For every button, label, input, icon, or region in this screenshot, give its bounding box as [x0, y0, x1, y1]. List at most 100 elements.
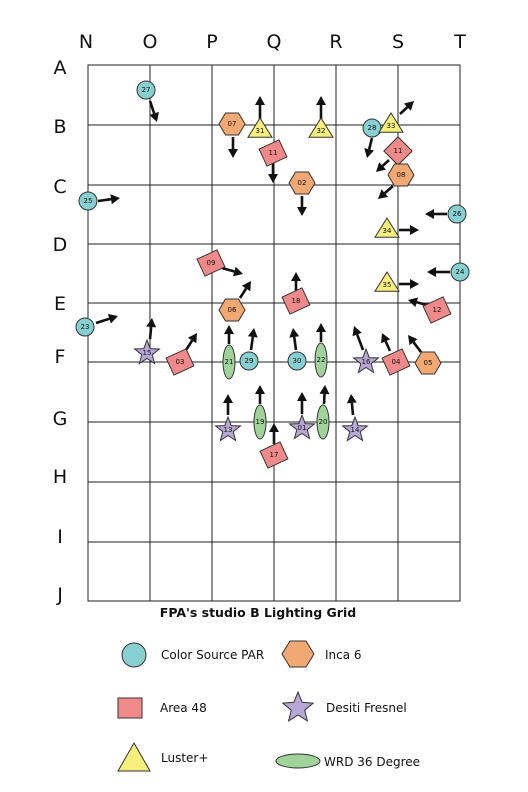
inca-6-icon	[281, 640, 315, 668]
fixture-06: 06	[218, 281, 251, 322]
arrow-head	[233, 266, 243, 277]
fixture-number: 24	[456, 268, 465, 276]
arrow-head	[381, 333, 391, 344]
color-source-par-icon	[121, 642, 147, 668]
wrd-36-degree-shape	[222, 344, 236, 380]
fixture-30: 30	[287, 328, 307, 371]
legend-item-desiti: Desiti Fresnel	[281, 690, 407, 722]
arrow-head	[408, 297, 418, 308]
fixture-number: 11	[269, 149, 278, 157]
arrow-head	[316, 323, 326, 332]
fixture-03: 03	[165, 333, 197, 376]
arrow-head	[352, 326, 362, 337]
fixture-07: 07	[218, 112, 246, 158]
arrow-head	[425, 209, 434, 219]
arrow-head	[255, 385, 265, 394]
fixture-number: 26	[453, 210, 462, 218]
fixture-number: 20	[319, 418, 328, 426]
wrd-36-degree-shape	[316, 404, 330, 440]
fixture-number: 09	[207, 259, 216, 267]
grid-title: FPA's studio B Lighting Grid	[160, 605, 356, 620]
arrow-head	[427, 267, 436, 277]
fixture-33: 33	[378, 101, 414, 133]
fixture-number: 30	[293, 357, 302, 365]
fixture-05: 05	[408, 335, 442, 375]
legend-label: Color Source PAR	[161, 648, 264, 662]
column-label-t: T	[453, 31, 466, 53]
arrow-head	[241, 281, 251, 292]
area-48-shape	[165, 348, 195, 376]
column-label-p: P	[206, 31, 217, 53]
area-48-shape	[196, 249, 226, 277]
fixture-number: 28	[368, 124, 377, 132]
arrow-shaft	[148, 326, 153, 340]
column-label-n: N	[79, 31, 93, 53]
row-label-g: G	[53, 408, 68, 430]
fixture-number: 13	[224, 426, 233, 434]
arrow-shaft	[412, 341, 423, 353]
arrow-shaft	[292, 336, 298, 351]
fixture-number: 19	[256, 418, 265, 426]
legend-item-wrd: WRD 36 Degree	[275, 753, 420, 769]
arrow-shaft	[238, 287, 248, 299]
arrow-head	[247, 328, 258, 338]
column-label-s: S	[392, 31, 404, 53]
area-48-shape	[383, 136, 413, 166]
fixture-15: 15	[133, 318, 161, 365]
fixture-number: 23	[81, 323, 90, 331]
color-source-par-shape	[75, 317, 95, 337]
inca-6-shape	[218, 298, 246, 322]
area-48-shape	[381, 348, 411, 376]
fixture-12: 12	[408, 296, 452, 324]
fixture-09: 09	[196, 249, 243, 277]
fixture-11: 11	[376, 136, 413, 172]
fixture-number: 35	[383, 281, 392, 289]
fixture-13: 13	[214, 394, 242, 442]
arrow-head	[410, 279, 419, 289]
legend-item-inca: Inca 6	[281, 640, 362, 668]
fixture-number: 21	[225, 358, 234, 366]
luster-plus-shape	[374, 271, 400, 292]
arrow-head	[269, 423, 279, 432]
arrow-shaft	[97, 197, 112, 203]
row-label-b: B	[53, 116, 66, 138]
color-source-par-shape	[136, 80, 156, 100]
legend-label: Desiti Fresnel	[326, 701, 407, 715]
arrow-shaft	[355, 333, 365, 351]
area-48-shape	[259, 441, 289, 469]
area-48-shape	[422, 296, 452, 324]
arrow-shaft	[399, 106, 409, 115]
fixture-number: 01	[298, 424, 307, 432]
luster-plus-shape	[308, 117, 334, 138]
desiti-fresnel-icon	[281, 690, 315, 722]
fixture-22: 22	[314, 323, 328, 378]
arrow-head	[107, 314, 118, 324]
arrow-head	[297, 392, 307, 401]
arrow-head	[376, 162, 386, 172]
area-48-icon	[117, 697, 143, 719]
luster-plus-shape	[247, 117, 273, 138]
fixture-number: 08	[397, 171, 406, 179]
arrow-shaft	[350, 402, 355, 416]
fixture-16: 16	[352, 326, 380, 374]
fixture-number: 02	[298, 179, 307, 187]
desiti-fresnel-shape	[352, 347, 380, 374]
desiti-fresnel-shape	[288, 413, 316, 440]
fixture-number: 25	[84, 197, 93, 205]
desiti-fresnel-shape	[341, 415, 369, 442]
legend-label: WRD 36 Degree	[324, 755, 420, 769]
arrow-shaft	[367, 137, 374, 150]
area-48-shape	[258, 139, 288, 167]
arrow-head	[255, 96, 265, 105]
wrd-36-degree-icon	[275, 753, 321, 769]
legend-item-luster: Luster+	[117, 741, 208, 772]
arrow-shaft	[95, 317, 110, 325]
column-label-q: Q	[267, 31, 282, 53]
legend-item-area: Area 48	[117, 697, 207, 719]
arrow-shaft	[148, 100, 156, 114]
inca-6-shape	[288, 171, 316, 195]
fixture-number: 11	[394, 147, 403, 155]
arrow-head	[364, 148, 374, 158]
